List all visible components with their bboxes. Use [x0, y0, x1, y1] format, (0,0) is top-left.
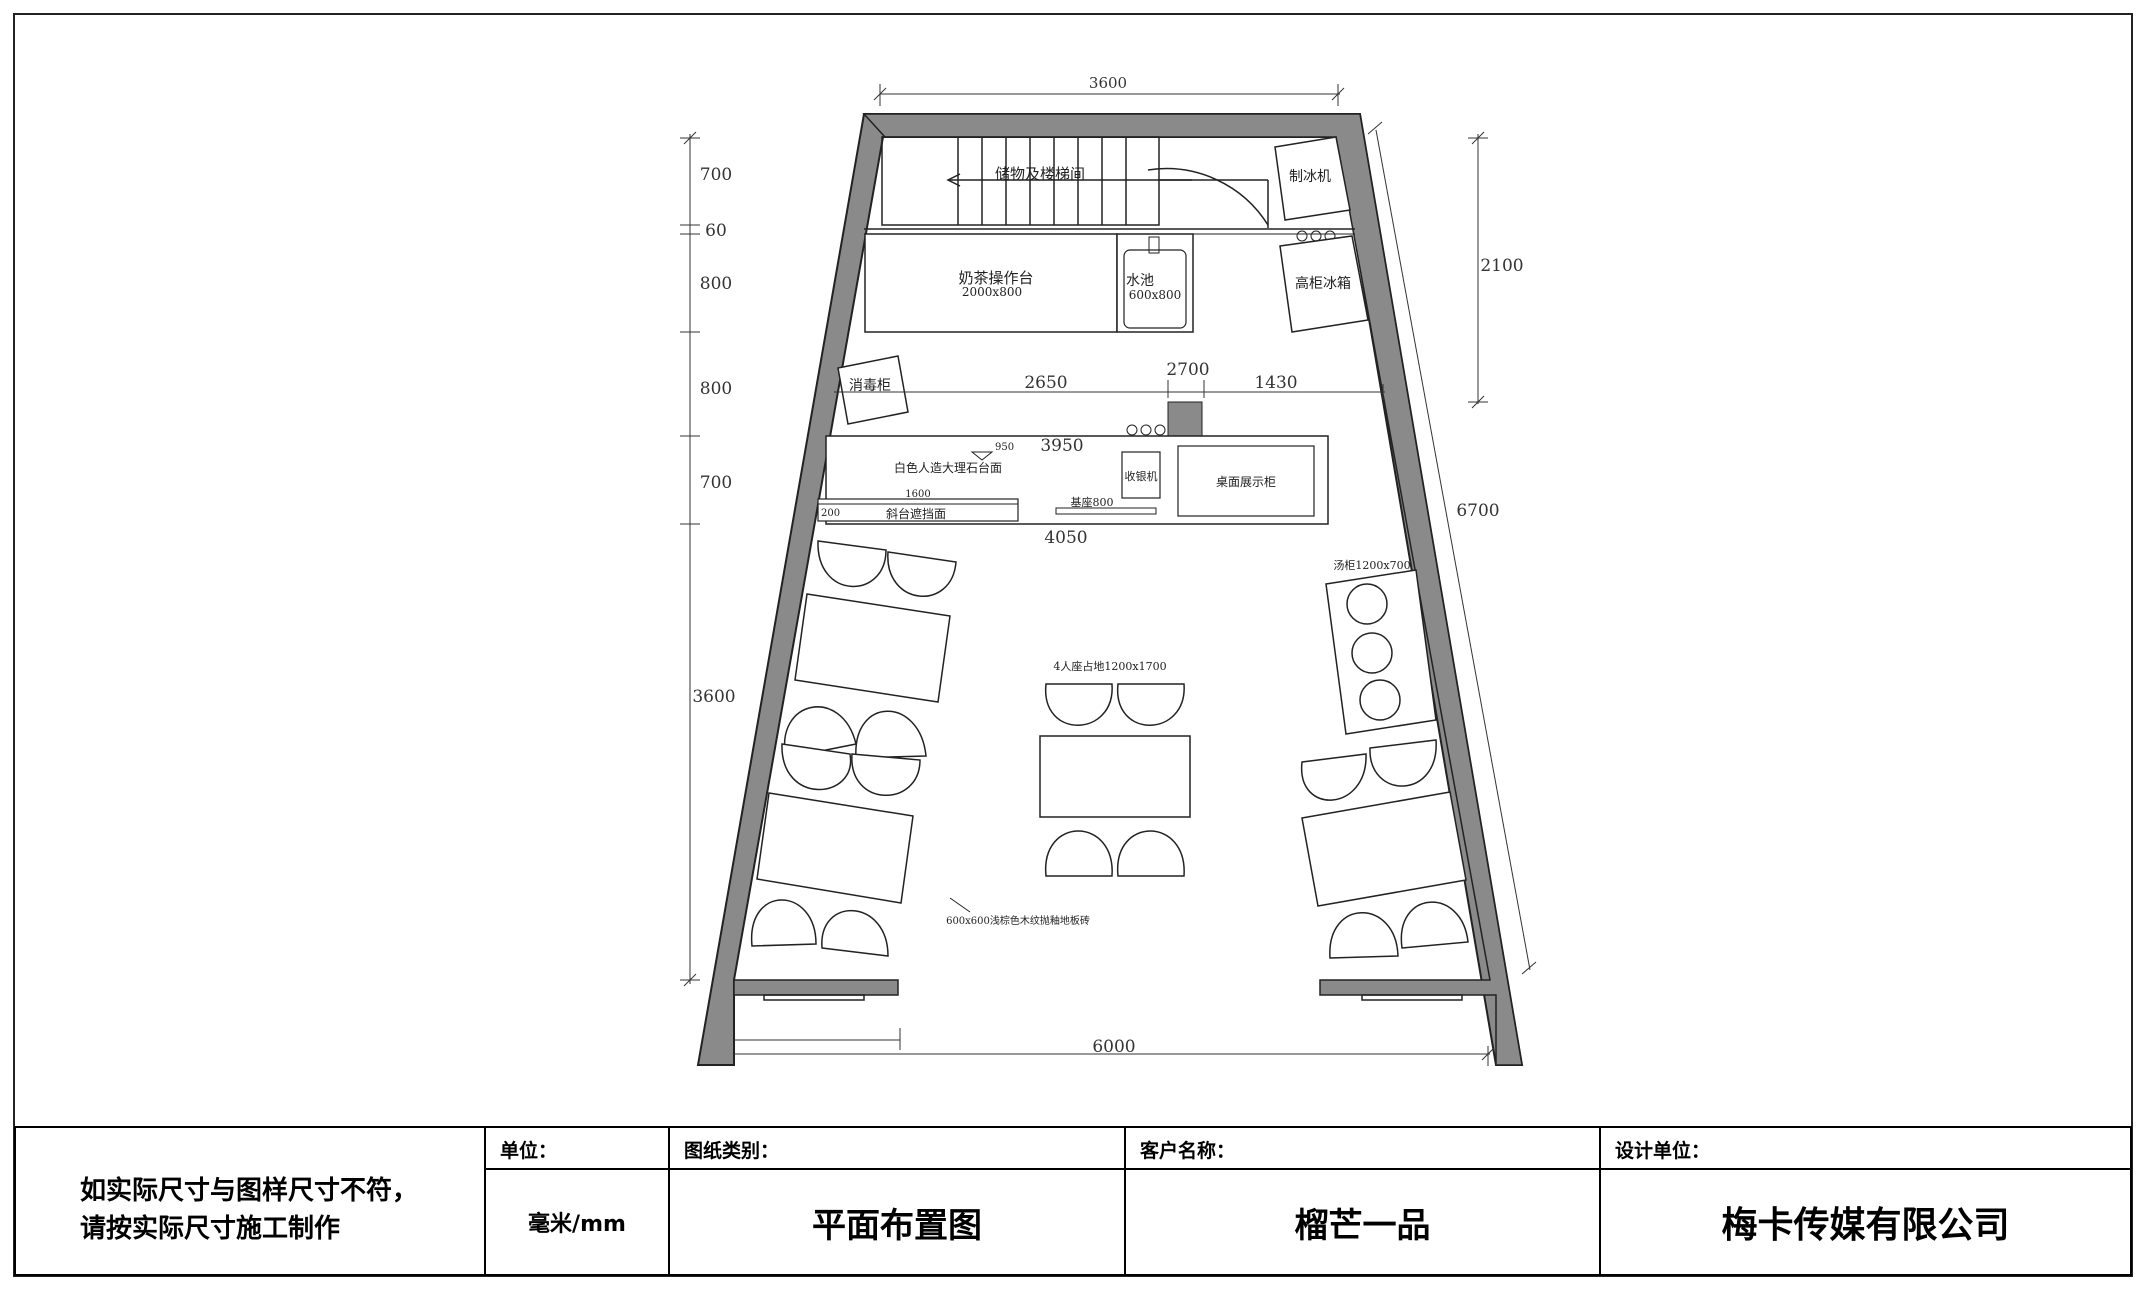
svg-text:600x800: 600x800: [1129, 288, 1182, 302]
svg-text:制冰机: 制冰机: [1289, 169, 1331, 185]
svg-text:700: 700: [700, 165, 732, 185]
svg-text:高柜冰箱: 高柜冰箱: [1295, 275, 1351, 292]
svg-text:800: 800: [700, 379, 732, 399]
svg-text:6700: 6700: [1456, 501, 1499, 521]
tea-counter: 奶茶操作台 2000x800: [864, 233, 1118, 333]
svg-text:斜台遮挡面: 斜台遮挡面: [886, 506, 946, 521]
svg-text:800: 800: [700, 274, 732, 294]
table-left-2: [751, 743, 921, 957]
unit-cell: 单位： 毫米/mm: [484, 1128, 668, 1274]
svg-text:60: 60: [705, 221, 727, 241]
unit-label: 单位：: [486, 1128, 668, 1170]
category-value: 平面布置图: [812, 1205, 982, 1246]
svg-text:4050: 4050: [1044, 528, 1087, 548]
note-line-2: 请按实际尺寸施工制作: [80, 1214, 341, 1244]
svg-text:奶茶操作台: 奶茶操作台: [958, 269, 1033, 287]
table-left-1: [783, 540, 957, 759]
svg-text:2000x800: 2000x800: [962, 285, 1022, 299]
svg-text:2100: 2100: [1480, 256, 1523, 276]
designer-value: 梅卡传媒有限公司: [1721, 1205, 2010, 1246]
svg-text:3950: 3950: [1040, 436, 1083, 456]
table-center: [1039, 683, 1191, 877]
unit-value: 毫米/mm: [528, 1212, 626, 1237]
svg-text:基座800: 基座800: [1071, 495, 1114, 509]
mid-dim-line: [834, 380, 1385, 400]
designer-label: 设计单位：: [1601, 1128, 2130, 1170]
svg-text:收银机: 收银机: [1125, 469, 1158, 483]
four-seat-label: 4人座占地1200x1700: [1053, 659, 1166, 673]
soup-cabinet: [1325, 569, 1437, 735]
svg-text:消毒柜: 消毒柜: [849, 378, 891, 394]
svg-text:950: 950: [995, 442, 1014, 453]
svg-text:白色人造大理石台面: 白色人造大理石台面: [894, 460, 1002, 475]
note-line-1: 如实际尺寸与图样尺寸不符，: [80, 1176, 419, 1206]
client-label: 客户名称：: [1126, 1128, 1599, 1170]
table-right-1: [1301, 739, 1469, 959]
svg-text:3600: 3600: [1089, 74, 1127, 92]
svg-text:2700: 2700: [1166, 360, 1209, 380]
ice-machine: 制冰机: [1274, 136, 1351, 221]
svg-text:700: 700: [700, 473, 732, 493]
floor-tile-label: 600x600浅棕色木纹抛釉地板砖: [946, 914, 1090, 927]
note-cell: 如实际尺寸与图样尺寸不符， 请按实际尺寸施工制作: [16, 1128, 484, 1274]
column-block: [1167, 401, 1203, 437]
stair-storage: [881, 136, 1269, 228]
svg-text:水池: 水池: [1126, 273, 1154, 289]
svg-text:6000: 6000: [1092, 1037, 1135, 1057]
fridge: 高柜冰箱: [1279, 235, 1369, 333]
storage-label: 储物及楼梯间: [995, 165, 1085, 183]
svg-text:200: 200: [821, 508, 840, 519]
dimension-lines: [680, 84, 1537, 1066]
svg-text:1430: 1430: [1254, 373, 1297, 393]
designer-cell: 设计单位： 梅卡传媒有限公司: [1599, 1128, 2130, 1274]
svg-text:桌面展示柜: 桌面展示柜: [1216, 475, 1276, 489]
client-cell: 客户名称： 榴芒一品: [1124, 1128, 1599, 1274]
svg-text:1600: 1600: [905, 489, 930, 500]
front-counter: 950 白色人造大理石台面 收银机 桌面展示柜 1600 200 斜台遮挡面 基…: [817, 435, 1329, 525]
soup-cabinet-label: 汤柜1200x700: [1333, 558, 1410, 572]
sheet-frame: [13, 13, 2133, 1277]
category-cell: 图纸类别： 平面布置图: [668, 1128, 1124, 1274]
svg-text:3600: 3600: [692, 687, 735, 707]
sterilizer: 消毒柜: [837, 355, 909, 425]
dining-area: [751, 540, 1469, 959]
title-block: 如实际尺寸与图样尺寸不符， 请按实际尺寸施工制作 单位： 毫米/mm 图纸类别：…: [14, 1126, 2132, 1276]
client-value: 榴芒一品: [1294, 1205, 1431, 1246]
category-label: 图纸类别：: [670, 1128, 1124, 1170]
svg-text:2650: 2650: [1024, 373, 1067, 393]
sink: 水池 600x800: [1116, 233, 1194, 333]
